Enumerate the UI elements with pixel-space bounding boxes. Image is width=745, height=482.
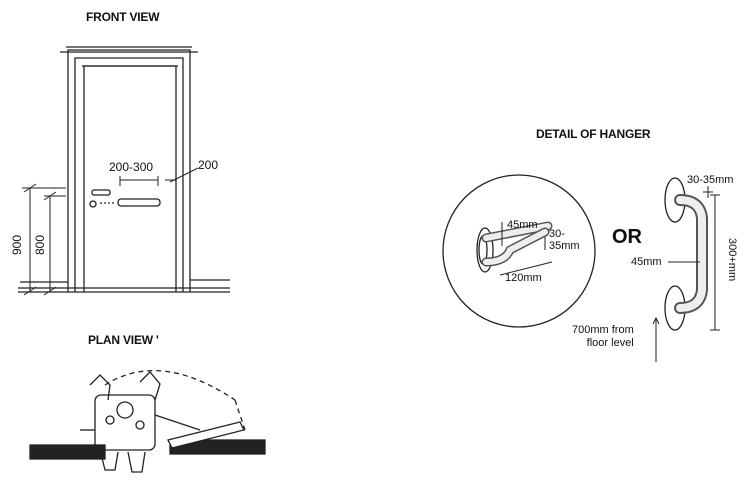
rail-length-label: 300+mm <box>726 238 738 282</box>
dimension-900-800 <box>22 183 66 296</box>
door-leaf <box>82 65 178 292</box>
dimension-label-200-300: 200-300 <box>109 160 154 174</box>
dimension-200-300 <box>119 167 199 186</box>
dimension-label-800: 800 <box>33 234 47 255</box>
grab-rail-detail <box>652 177 720 362</box>
hanger-rail-front <box>100 198 161 207</box>
rail-projection-label: 45mm <box>631 256 662 268</box>
hook-length-label: 120mm <box>505 272 542 284</box>
floor-line <box>18 279 230 293</box>
plan-view-heading: PLAN VIEW ' <box>88 333 159 347</box>
hook-diameter-label: 30- 35mm <box>549 228 580 252</box>
rail-diameter-label: 30-35mm <box>687 174 734 186</box>
hook-depth-label: 45mm <box>507 219 538 231</box>
dimension-label-200: 200 <box>198 158 219 172</box>
front-view-heading: FRONT VIEW <box>86 10 160 24</box>
door-handle <box>89 189 111 208</box>
plan-view-sketch <box>29 370 266 473</box>
hook-detail-circle <box>442 174 596 328</box>
dimension-label-900: 900 <box>10 234 24 255</box>
hanger-detail-heading: DETAIL OF HANGER <box>536 127 651 141</box>
rail-height-note: 700mm from floor level <box>572 324 634 349</box>
or-label: OR <box>612 226 642 248</box>
